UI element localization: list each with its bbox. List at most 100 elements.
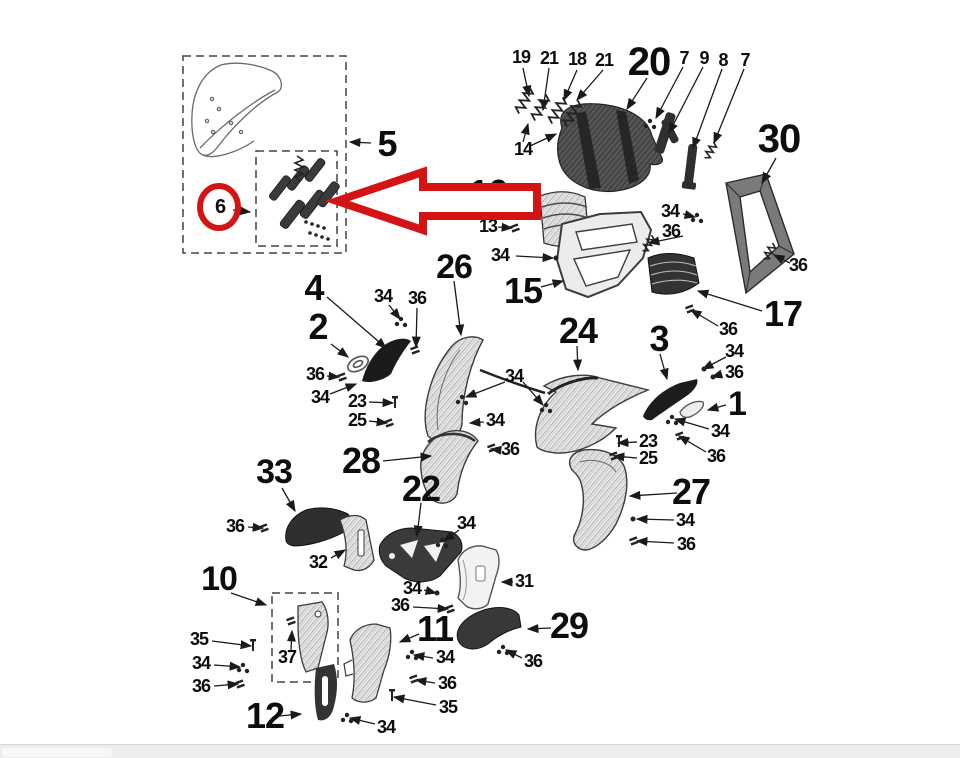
fastener-clip <box>409 674 419 684</box>
part-label-1: 1 <box>728 385 747 423</box>
windscreen-kit-box <box>182 55 347 254</box>
part-label-36: 36 <box>788 255 808 275</box>
part-8-bracket <box>681 144 698 190</box>
fastener-clip <box>445 604 455 614</box>
part-label-29: 29 <box>549 605 589 646</box>
part-label-31: 31 <box>514 571 534 591</box>
part-28-panel <box>420 429 479 504</box>
part-label-36: 36 <box>390 595 410 615</box>
part-label-32: 32 <box>308 552 328 572</box>
fastener-screws <box>394 316 408 328</box>
part-label-21: 21 <box>594 50 614 70</box>
fastener-screws <box>665 414 679 426</box>
part-label-3: 3 <box>649 318 669 359</box>
part-label-36: 36 <box>718 319 738 339</box>
part-label-36: 36 <box>706 446 726 466</box>
part-3-trim <box>643 379 698 421</box>
part-label-28: 28 <box>341 440 381 481</box>
part-label-36: 36 <box>523 651 543 671</box>
part-label-23: 23 <box>638 431 658 451</box>
part-label-35: 35 <box>189 629 209 649</box>
part-29-panel <box>456 607 522 650</box>
part-label-36: 36 <box>437 673 457 693</box>
part-label-34: 34 <box>675 510 695 530</box>
part-label-34: 34 <box>724 341 744 361</box>
part-12-cover <box>314 664 337 721</box>
part-label-34: 34 <box>485 410 505 430</box>
part-label-14: 14 <box>513 139 533 159</box>
fastener-screws <box>643 118 657 130</box>
part-label-15: 15 <box>503 270 543 311</box>
fastener-screws <box>455 394 469 406</box>
fastener-clip <box>675 431 685 441</box>
part-label-7: 7 <box>740 50 750 70</box>
part-27-panel <box>568 448 628 551</box>
part-label-7: 7 <box>679 48 689 68</box>
part-label-20: 20 <box>627 40 671 84</box>
part-label-2: 2 <box>308 306 328 347</box>
page-bottom-tab <box>2 748 112 757</box>
part-label-16: 16 <box>468 172 508 213</box>
part-label-36: 36 <box>500 439 520 459</box>
part-label-21: 21 <box>539 48 559 68</box>
part-32-bracket <box>339 514 375 572</box>
fastener-screws <box>690 212 704 224</box>
part-37-bracket <box>297 601 329 673</box>
fastener-spring-lg <box>514 86 535 114</box>
fastener-screws <box>236 662 250 674</box>
fastener-clip <box>337 372 347 382</box>
part-label-36: 36 <box>724 362 744 382</box>
part-label-23: 23 <box>347 391 367 411</box>
fastener-dot <box>630 516 636 522</box>
part-11-panel <box>343 623 392 703</box>
fastener-spring <box>763 242 777 260</box>
fastener-screws <box>405 649 419 661</box>
fastener-dot <box>701 366 707 372</box>
part-label-34: 34 <box>490 245 510 265</box>
part-15-frame <box>555 210 653 299</box>
fastener-screws <box>496 644 510 656</box>
fastener-spring-lg <box>530 93 551 121</box>
part-label-34: 34 <box>504 366 524 386</box>
part-20-front-fairing <box>556 103 663 193</box>
part-label-30: 30 <box>757 117 801 161</box>
part-label-10: 10 <box>201 560 238 598</box>
fastener-pin <box>389 689 395 701</box>
fastener-dot <box>553 255 559 261</box>
fastener-clip <box>685 304 695 314</box>
part-label-34: 34 <box>435 647 455 667</box>
fastener-spring-lg <box>547 96 568 124</box>
part-label-25: 25 <box>347 410 367 430</box>
fastener-dot <box>710 374 716 380</box>
page-bottom-strip <box>0 744 960 758</box>
part-label-37: 37 <box>277 647 297 667</box>
part-label-36: 36 <box>661 221 681 241</box>
fastener-screws <box>435 537 449 549</box>
part-label-34: 34 <box>456 513 476 533</box>
fastener-clip <box>235 679 245 689</box>
part-label-36: 36 <box>191 676 211 696</box>
part-label-9: 9 <box>699 48 709 68</box>
kit-boxes <box>182 55 347 683</box>
part-label-12: 12 <box>245 695 285 736</box>
part-label-25: 25 <box>638 448 658 468</box>
fastener-pin <box>250 639 256 651</box>
part-label-6: 6 <box>214 196 226 218</box>
part-label-26: 26 <box>436 248 473 286</box>
part-label-13: 13 <box>478 216 498 236</box>
fastener-pin <box>616 435 622 447</box>
part-label-8: 8 <box>718 50 728 70</box>
fastener-spring-lg <box>562 99 583 127</box>
fastener-clip <box>487 443 497 453</box>
part-24-side-fairing <box>534 374 651 454</box>
part-label-24: 24 <box>558 310 598 351</box>
part-label-35: 35 <box>438 697 458 717</box>
part-label-34: 34 <box>191 653 211 673</box>
part-2-gasket <box>347 355 369 373</box>
part-5-windscreen <box>191 62 283 158</box>
fastener-spring <box>704 141 718 159</box>
fastener-screws <box>539 402 553 414</box>
part-label-34: 34 <box>710 421 730 441</box>
